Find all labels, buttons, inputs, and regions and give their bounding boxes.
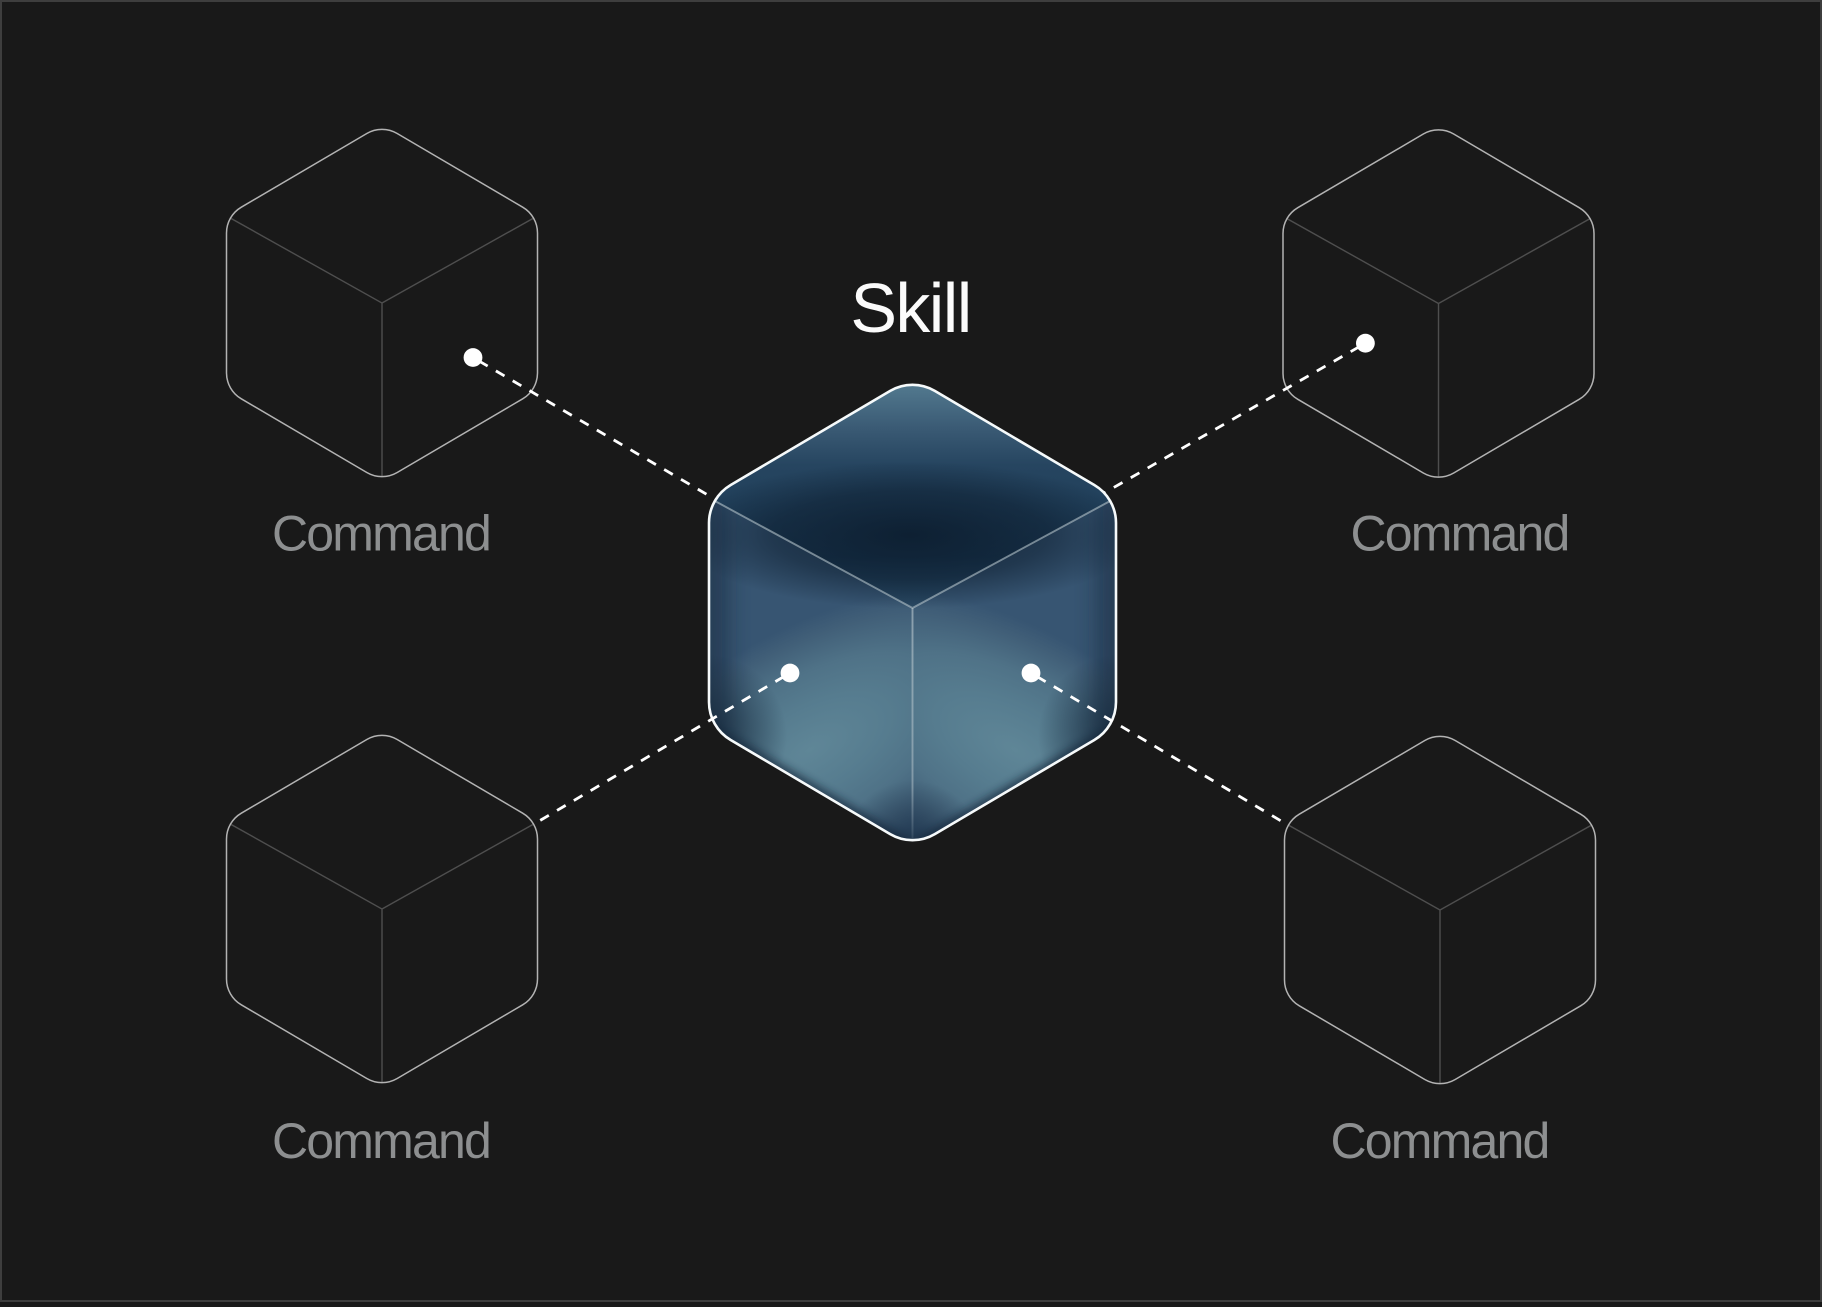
svg-text:Command: Command: [272, 506, 490, 562]
svg-text:Command: Command: [1350, 506, 1568, 562]
svg-text:Command: Command: [272, 1113, 490, 1169]
svg-text:Command: Command: [1330, 1113, 1548, 1169]
svg-text:Skill: Skill: [850, 269, 970, 347]
